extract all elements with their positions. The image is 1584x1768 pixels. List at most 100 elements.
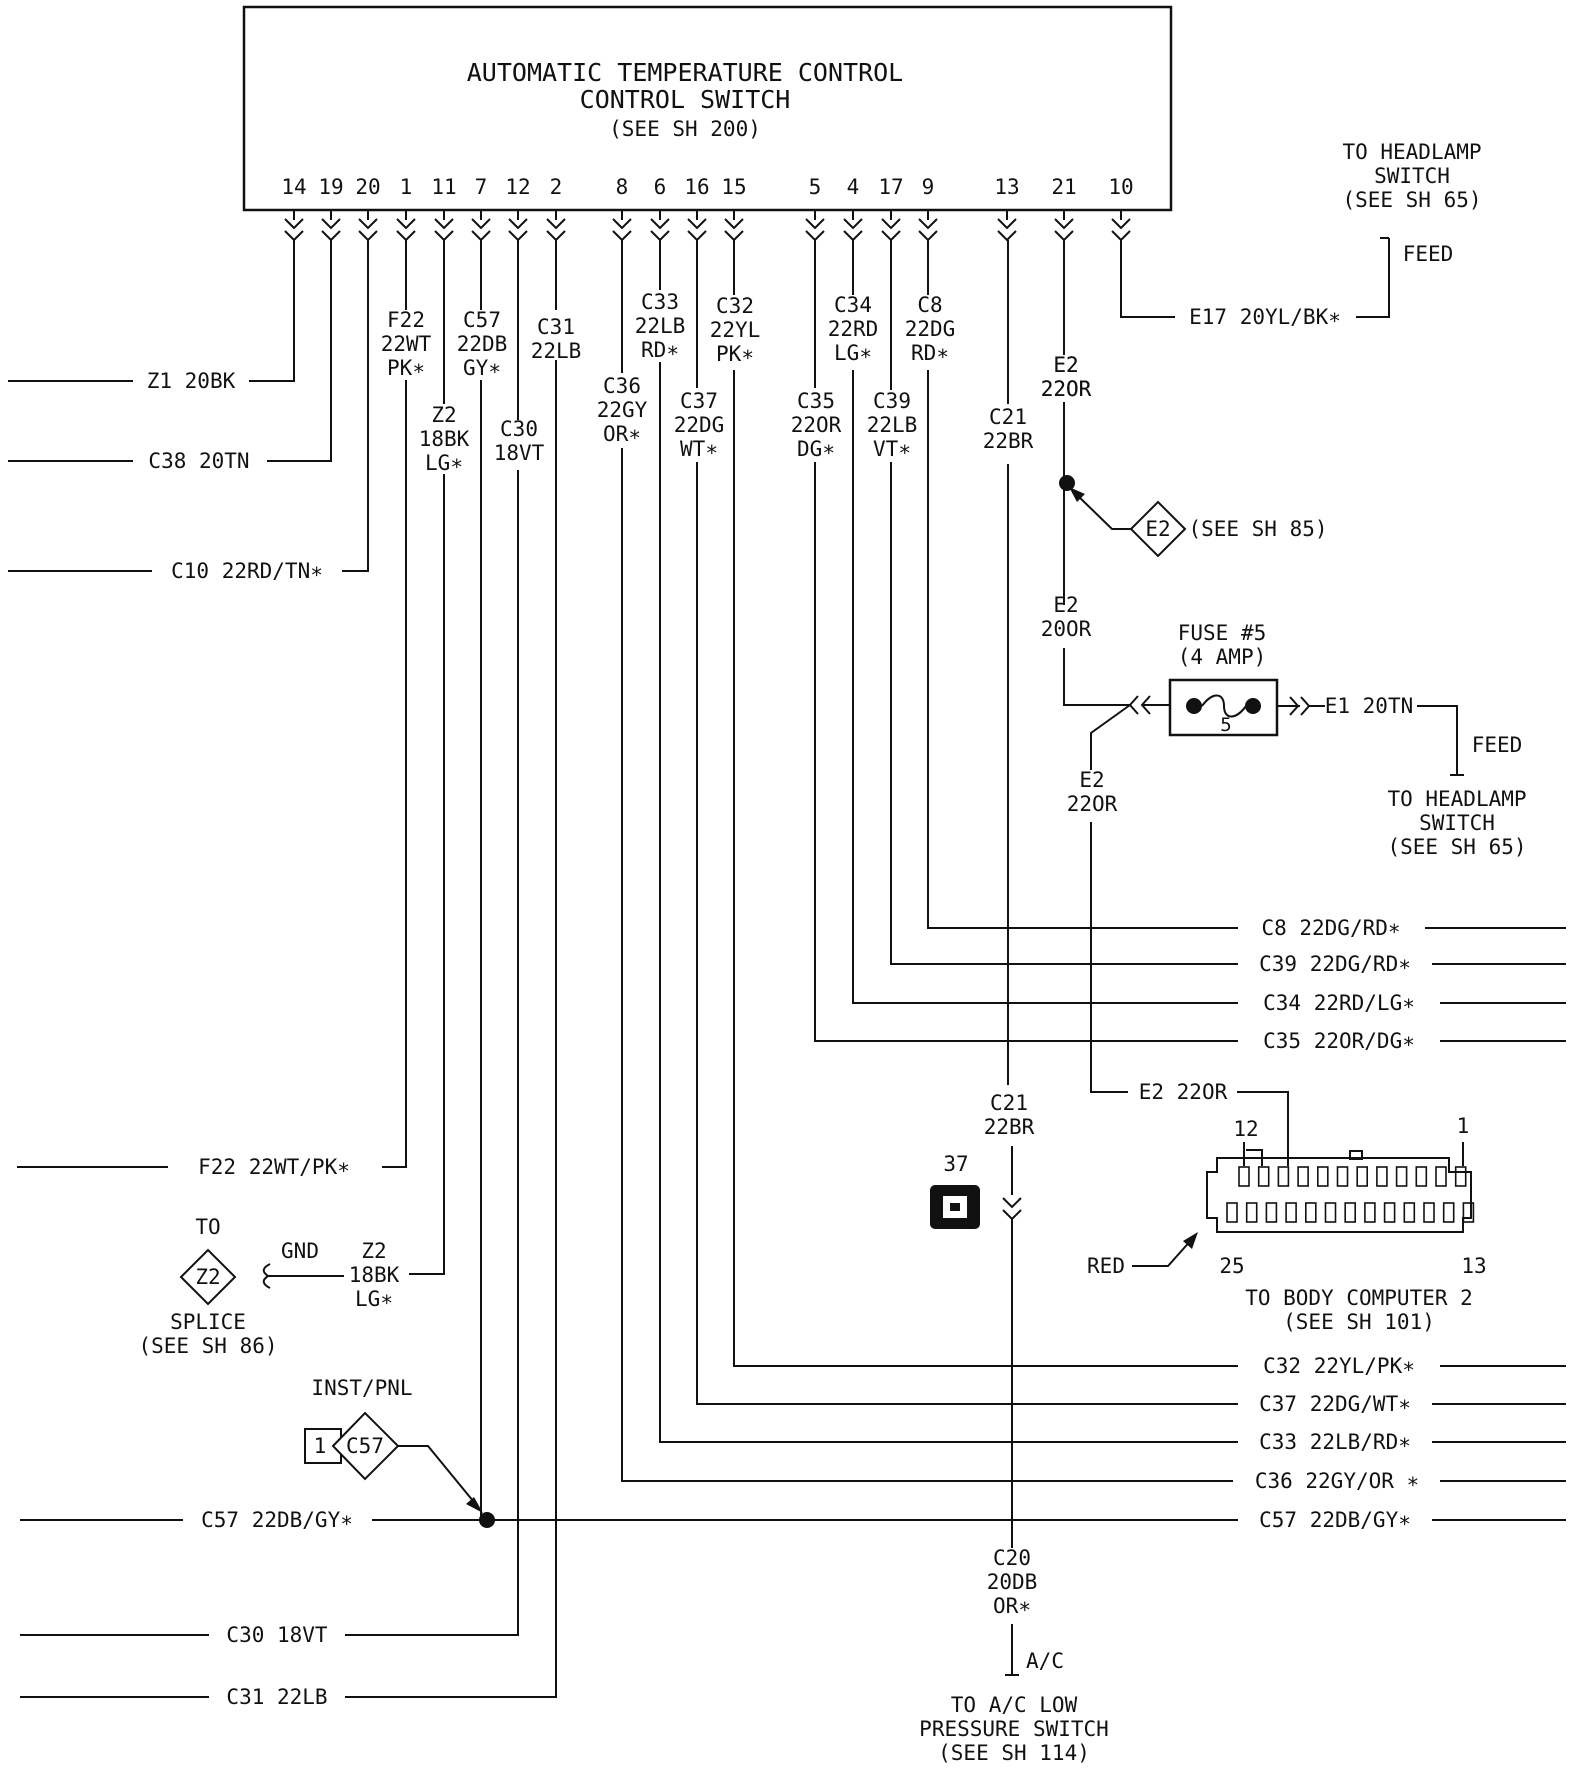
bcm-pin-cavity — [1435, 1166, 1447, 1187]
inst-panel-connector-id: C57 — [346, 1434, 384, 1458]
bcm-pin-cavity — [1423, 1202, 1435, 1223]
headlamp-fuse-label-3: (SEE SH 65) — [1387, 835, 1526, 859]
pin-label: 18VT — [494, 441, 545, 465]
bcm-pin-cavities — [1226, 1166, 1475, 1223]
arrowhead-icon — [1069, 487, 1085, 502]
pin-label: 22RD — [828, 317, 879, 341]
c21-ac-section: C21 22BR 37 C20 20DB OR∗ A/C TO A/C LOW … — [919, 240, 1109, 1765]
connector-chevron-icon — [843, 210, 863, 242]
bcm-pin-cavity — [1265, 1202, 1278, 1223]
pin-number: 2 — [550, 175, 563, 199]
c21-lower-label: 22BR — [984, 1115, 1035, 1139]
wire-pin8 — [621, 448, 1233, 1482]
wire-label-c32: C32 22YL/PK∗ — [1263, 1354, 1415, 1378]
pin-label: Z2 — [431, 403, 456, 427]
pin-number: 21 — [1051, 175, 1076, 199]
ac-label-1: TO A/C LOW — [951, 1693, 1078, 1717]
pin-label: E2 — [1053, 353, 1078, 377]
feed-label-fuse: FEED — [1472, 733, 1523, 757]
connector-chevron-icon — [396, 210, 416, 242]
wire-label-c10: C10 22RD/TN∗ — [171, 559, 323, 583]
pin-number: 20 — [355, 175, 380, 199]
wire-pin15 — [733, 370, 1238, 1367]
pin-number: 15 — [721, 175, 746, 199]
e2-mid-label: 20OR — [1041, 617, 1092, 641]
pin-number: 10 — [1108, 175, 1133, 199]
bcm-pin-cavity — [1285, 1202, 1297, 1223]
wire-e2-to-bcm — [1237, 1091, 1289, 1166]
bcm-pin-cavity — [1462, 1202, 1475, 1223]
pin-label: C37 — [680, 389, 718, 413]
connector-chevrons — [284, 210, 1131, 242]
wire-label-c30: C30 18VT — [226, 1623, 328, 1647]
wire-pin17 — [890, 462, 1238, 965]
pin-label: VT∗ — [873, 437, 911, 461]
wire-e17-feed — [1356, 237, 1390, 318]
pin-number: 19 — [318, 175, 343, 199]
wire-e2-to-fuse — [1063, 648, 1130, 706]
bcm-housing — [1206, 1157, 1472, 1233]
bcm-pin-cavity — [1454, 1166, 1467, 1187]
e2-mid-label: E2 — [1053, 593, 1078, 617]
connector-chevron-icon — [612, 210, 632, 242]
pin-label: OR∗ — [603, 422, 641, 446]
pin-label: 18BK — [419, 427, 470, 451]
bcm-pin-cavity — [1415, 1166, 1428, 1187]
pin-label: C35 — [797, 389, 835, 413]
ground-gnd: GND — [281, 1239, 319, 1263]
wire-label-z1: Z1 20BK — [147, 369, 236, 393]
bcm-pin-cavity — [1324, 1202, 1337, 1223]
c20-label: C20 — [993, 1546, 1031, 1570]
wire-label-c34: C34 22RD/LG∗ — [1263, 991, 1415, 1015]
bcm-pin-cavity — [1364, 1202, 1376, 1223]
control-switch-module — [242, 5, 1173, 212]
c21-lower-label: C21 — [990, 1091, 1028, 1115]
headlamp-fuse-label-2: SWITCH — [1419, 811, 1495, 835]
wire-c20-ac — [1005, 1624, 1019, 1676]
wire-label-c35: C35 22OR/DG∗ — [1263, 1029, 1415, 1053]
module-title-3: (SEE SH 200) — [609, 117, 761, 141]
pin-label: 22WT — [381, 332, 432, 356]
wire-label-e1: E1 20TN — [1325, 694, 1414, 718]
connector-chevron-icon — [471, 210, 491, 242]
pin-number: 11 — [431, 175, 456, 199]
pin-label: LG∗ — [425, 451, 463, 475]
wire-label-c39: C39 22DG/RD∗ — [1259, 952, 1411, 976]
inst-panel-pin: 1 — [314, 1434, 327, 1458]
bcm-color: RED — [1087, 1254, 1125, 1278]
module-title-1: AUTOMATIC TEMPERATURE CONTROL — [467, 58, 904, 87]
pin-labels: F22 22WT PK∗ Z2 18BK LG∗ C57 22DB GY∗ C3… — [381, 290, 1092, 475]
bcm-label-1: TO BODY COMPUTER 2 — [1245, 1286, 1473, 1310]
bcm-latch — [1243, 1142, 1263, 1166]
connector-37-number: 37 — [943, 1152, 968, 1176]
wire-label-c31: C31 22LB — [226, 1685, 327, 1709]
bcm-pin-cavity — [1376, 1166, 1388, 1187]
bcm-pin-cavity — [1442, 1202, 1455, 1223]
wire-e2-branch — [1090, 704, 1131, 770]
ground-wire-label: Z2 — [361, 1239, 386, 1263]
pin-label: C57 — [463, 308, 501, 332]
wire-pin12 — [345, 470, 519, 1636]
connector-chevron-icon — [650, 210, 670, 242]
pin-number: 1 — [400, 175, 413, 199]
pin-label: C39 — [873, 389, 911, 413]
pin-label: C36 — [603, 374, 641, 398]
c20-label: 20DB — [987, 1570, 1038, 1594]
ground-to: TO — [195, 1215, 220, 1239]
headlamp-feed-top: E17 20YL/BK∗ FEED TO HEADLAMP SWITCH (SE… — [1120, 140, 1482, 329]
connector-chevron-icon — [434, 210, 454, 242]
wire-label-f22: F22 22WT/PK∗ — [198, 1155, 350, 1179]
pin-label: 22LB — [867, 413, 918, 437]
pin-label: C30 — [500, 417, 538, 441]
pin-label: C21 — [989, 405, 1027, 429]
pin-label: C32 — [716, 294, 754, 318]
bcm-pin-1: 1 — [1457, 1114, 1470, 1138]
left-wires: Z1 20BK C38 20TN C10 22RD/TN∗ F22 22WT/P… — [8, 240, 1566, 1709]
e2-lower-label: 22OR — [1067, 792, 1118, 816]
body-computer-connector: 12 1 25 13 RED TO BODY COMPUTER 2 (SEE S… — [1087, 1114, 1487, 1334]
bcm-pin-cavity — [1317, 1166, 1329, 1187]
inst-panel-arrow — [398, 1445, 479, 1508]
see-sh85: (SEE SH 85) — [1188, 517, 1327, 541]
e2-upper-label: 22OR — [1041, 377, 1092, 401]
pin-label: 22LB — [635, 314, 686, 338]
